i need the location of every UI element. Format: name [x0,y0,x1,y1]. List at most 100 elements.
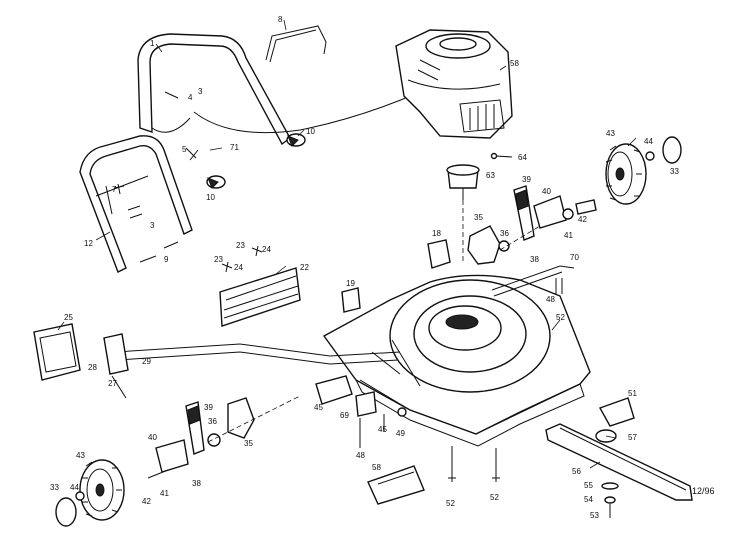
callout-33-right: 33 [670,167,679,176]
callout-36-right: 36 [500,229,509,238]
callout-5: 5 [182,145,187,154]
wheel-washer-left [75,491,85,501]
callout-23-lower: 23 [214,255,223,264]
callout-39-right: 39 [522,175,531,184]
callout-3-lower: 3 [150,221,155,230]
shield-bolts [221,245,263,273]
callout-41-left: 41 [160,489,169,498]
rear-wheel-right [605,143,647,205]
callout-48-rear: 48 [546,295,555,304]
date-code: 12/96 [692,486,715,496]
rear-pivot-bracket-right [533,195,597,229]
callout-45-right: 45 [378,425,387,434]
upper-handle [137,33,291,146]
callout-19: 19 [346,279,355,288]
callout-38-right: 38 [530,255,539,264]
callout-52-side: 52 [556,313,565,322]
front-height-lever-left [185,401,205,455]
handle-knob-upper [286,133,306,147]
handle-knob-middle [206,175,226,189]
blade [545,423,693,501]
callout-40-left: 40 [148,433,157,442]
deck-bracket-side [341,287,361,313]
callout-29: 29 [142,357,151,366]
front-gear-left [207,397,255,447]
wheel-cap-left [55,497,77,527]
callout-4: 4 [188,93,193,102]
callout-39-left: 39 [204,403,213,412]
blade-adapter [446,164,480,200]
assembly-line-front [207,395,301,443]
callout-22: 22 [300,263,309,272]
front-wheel-left [79,459,125,521]
callout-24-upper: 24 [262,245,271,254]
callout-42-left: 42 [142,497,151,506]
deck-bolts [448,278,563,482]
callout-3: 3 [198,87,203,96]
control-bar [265,25,327,63]
callout-43-right: 43 [606,129,615,138]
callout-45-left: 45 [314,403,323,412]
callout-40-right: 40 [542,187,551,196]
key [490,152,513,160]
front-pivot-bracket-left [147,439,189,479]
rear-axle [491,265,575,297]
callout-8: 8 [278,15,283,24]
callout-27: 27 [108,379,117,388]
height-adjuster-bracket [103,333,129,399]
callout-56: 56 [572,467,581,476]
callout-71: 71 [230,143,239,152]
callout-69: 69 [340,411,349,420]
callout-10-middle: 10 [206,193,215,202]
callout-54: 54 [584,495,593,504]
callout-44-left: 44 [70,483,79,492]
callout-70: 70 [570,253,579,262]
engine [395,29,513,139]
trailing-shield [219,267,301,327]
callout-1: 1 [150,39,155,48]
callout-49: 49 [396,429,405,438]
height-adjuster-cover [33,323,81,381]
callout-58-plug: 58 [372,463,381,472]
deck-bracket-rear [427,239,451,269]
callout-42-right: 42 [578,215,587,224]
blade-adapter-bottom [595,397,635,443]
rear-height-lever-right [513,185,535,241]
callout-52-bottom-left: 52 [446,499,455,508]
callout-55: 55 [584,481,593,490]
callout-53: 53 [590,511,599,520]
callout-64: 64 [518,153,527,162]
callout-9: 9 [164,255,169,264]
callout-35-left: 35 [244,439,253,448]
callout-41-right: 41 [564,231,573,240]
callout-33-left: 33 [50,483,59,492]
callout-48-front: 48 [356,451,365,460]
leader-lines [57,19,637,469]
callout-58-engine: 58 [510,59,519,68]
blade-hardware [601,482,619,518]
callout-12: 12 [84,239,93,248]
callout-35-right: 35 [474,213,483,222]
callout-18: 18 [432,229,441,238]
wheel-cap-right [662,136,682,164]
deck-mount-pieces [315,375,407,448]
callout-24-lower: 24 [234,263,243,272]
callout-25: 25 [64,313,73,322]
callout-28: 28 [88,363,97,372]
rear-gear-right [467,225,510,265]
lower-handle [79,135,193,273]
handle-bolts [113,147,199,263]
callout-10-upper: 10 [306,127,315,136]
callout-7: 7 [112,185,117,194]
front-axle [115,343,401,357]
callout-38-left: 38 [192,479,201,488]
callouts: 1 8 58 3 4 10 5 71 10 7 3 12 9 64 63 43 … [50,15,715,520]
callout-63: 63 [486,171,495,180]
callout-51: 51 [628,389,637,398]
callout-36-left: 36 [208,417,217,426]
mulch-plug [367,465,425,505]
wheel-washer-right [645,151,655,161]
callout-52-bottom-right: 52 [490,493,499,502]
callout-43-left: 43 [76,451,85,460]
